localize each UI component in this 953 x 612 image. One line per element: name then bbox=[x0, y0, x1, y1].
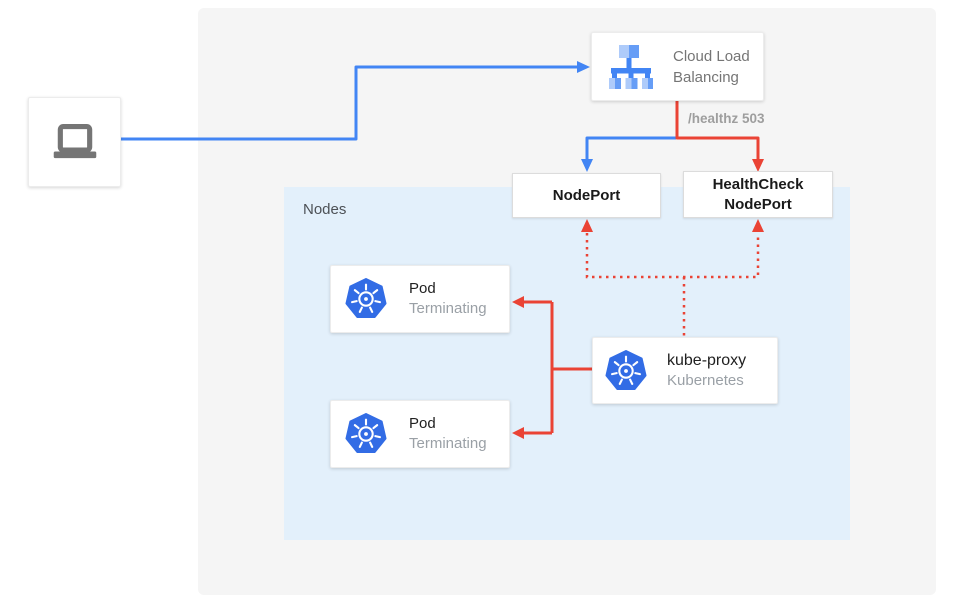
healthcheck-nodeport-node: HealthCheck NodePort bbox=[683, 171, 833, 218]
pod-title: Pod bbox=[409, 415, 436, 432]
nodes-panel-label: Nodes bbox=[303, 201, 347, 218]
pod-node-2: Pod Terminating bbox=[330, 400, 510, 468]
pod-title: Pod bbox=[409, 280, 436, 297]
kube-proxy-node: kube-proxy Kubernetes bbox=[592, 337, 778, 404]
pod-node-1: Pod Terminating bbox=[330, 265, 510, 333]
kubernetes-icon bbox=[345, 278, 387, 318]
kubernetes-icon bbox=[345, 413, 387, 453]
cloud-load-balancing-icon bbox=[609, 44, 653, 89]
cloud-load-balancing-label: Cloud Load Balancing bbox=[673, 47, 750, 86]
client-node bbox=[28, 97, 121, 187]
pod-status: Terminating bbox=[409, 300, 487, 317]
nodeport-label: NodePort bbox=[552, 186, 621, 204]
pod-status: Terminating bbox=[409, 435, 487, 452]
laptop-icon bbox=[53, 124, 96, 159]
kube-proxy-subtitle: Kubernetes bbox=[667, 372, 744, 389]
healthz-route-label: /healthz 503 bbox=[688, 111, 765, 126]
nodeport-node: NodePort bbox=[512, 173, 661, 218]
healthcheck-nodeport-label: HealthCheck NodePort bbox=[712, 176, 804, 213]
cloud-load-balancing-node: Cloud Load Balancing bbox=[591, 32, 764, 101]
kube-proxy-title: kube-proxy bbox=[667, 352, 747, 369]
kubernetes-icon bbox=[605, 349, 647, 390]
